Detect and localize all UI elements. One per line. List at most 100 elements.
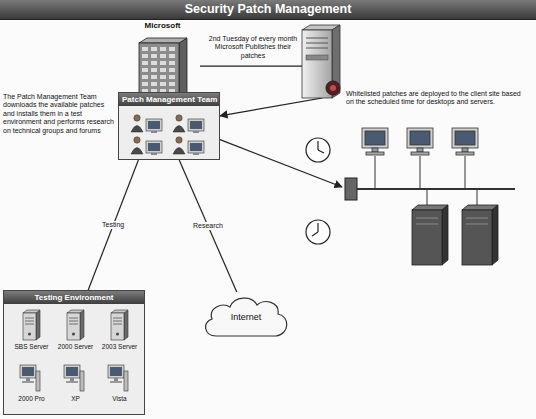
drawing-part xyxy=(317,223,318,232)
drawing-part xyxy=(412,210,442,265)
icon-part xyxy=(160,82,166,86)
drawing-part xyxy=(442,205,448,265)
team-box: Patch Management Team xyxy=(118,92,220,160)
team-icon xyxy=(123,111,215,157)
edge-label: 2nd Tuesday of every month Microsoft Pub… xyxy=(204,35,302,60)
icon-part xyxy=(173,148,185,155)
icon-part xyxy=(139,38,187,43)
icon-part xyxy=(142,61,148,65)
icon-part xyxy=(142,68,148,72)
icon-part xyxy=(108,365,124,378)
icon-part xyxy=(151,47,157,51)
icon-part xyxy=(193,131,199,133)
node-heading: Microsoft xyxy=(125,21,200,30)
icon-part xyxy=(66,367,78,376)
icon-part xyxy=(26,378,30,381)
icon-part xyxy=(160,47,166,51)
icon-part xyxy=(169,61,175,65)
drawing-part xyxy=(326,81,340,95)
server-icon xyxy=(19,309,41,341)
icon-part xyxy=(142,54,148,58)
icon-part xyxy=(134,115,140,121)
icon-part xyxy=(113,321,122,322)
icon-part xyxy=(67,313,80,340)
drawing-part xyxy=(452,128,478,148)
icon-part xyxy=(25,324,34,325)
icon-part xyxy=(131,148,143,155)
icon-part xyxy=(151,82,157,86)
client-site: Whitelisted patches are deployed to the … xyxy=(342,88,530,270)
organization-node: Microsoft xyxy=(125,21,200,99)
drawing-part xyxy=(416,218,438,219)
icon-part xyxy=(151,153,157,155)
icon-part xyxy=(151,61,157,65)
cloud-node: Internet xyxy=(200,292,292,342)
server-icon xyxy=(63,309,85,341)
server-node: 2003 Server xyxy=(96,309,143,359)
drawing-part xyxy=(375,156,376,189)
workstation-node: XP xyxy=(52,361,99,411)
drawing-part xyxy=(416,224,438,225)
icon-part xyxy=(67,310,84,313)
drawing-part xyxy=(465,156,466,189)
icon-part xyxy=(148,143,160,151)
icon-part xyxy=(193,153,199,155)
icon-part xyxy=(169,82,175,86)
drawing-part xyxy=(466,218,488,219)
computer-icon xyxy=(107,361,129,393)
icon-part xyxy=(111,310,128,313)
drawing-part xyxy=(306,55,328,60)
icon-part xyxy=(160,68,166,72)
publish-server xyxy=(302,25,340,98)
icon-part xyxy=(160,75,166,79)
icon-part xyxy=(146,141,162,153)
node-text: Internet xyxy=(200,312,292,322)
clock xyxy=(306,138,330,244)
diagram-title: Security Patch Management xyxy=(0,0,536,20)
icon-part xyxy=(134,137,140,143)
icon-part xyxy=(23,313,36,340)
icon-part xyxy=(23,310,40,313)
icon-part xyxy=(146,119,162,131)
drawing-part xyxy=(417,148,423,152)
server-node: SBS Server xyxy=(8,309,55,359)
icon-part xyxy=(116,333,119,336)
drawing-part xyxy=(462,210,492,265)
icon-part xyxy=(66,381,78,383)
icon-part xyxy=(64,365,80,378)
icon-part xyxy=(113,324,122,325)
icon-part xyxy=(25,321,34,322)
icon-part xyxy=(80,371,84,391)
edge-label: Research xyxy=(191,222,225,230)
icon-part xyxy=(114,378,118,381)
client-server xyxy=(412,205,498,265)
drawing-part xyxy=(306,43,328,44)
node-caption: XP xyxy=(52,395,99,402)
icon-part xyxy=(148,121,160,129)
icon-part xyxy=(25,318,34,319)
drawing-part xyxy=(306,48,328,49)
icon-part xyxy=(111,313,124,340)
node-caption: 2000 Pro xyxy=(8,395,55,402)
drawing-part xyxy=(318,150,324,153)
drawing-part xyxy=(357,188,515,190)
workstation-node: 2000 Pro xyxy=(8,361,55,411)
drawing-part xyxy=(306,38,328,39)
icon-part xyxy=(169,54,175,58)
connector xyxy=(88,160,138,290)
icon-part xyxy=(113,318,122,319)
icon-part xyxy=(69,321,78,322)
icon-part xyxy=(188,119,204,131)
drawing-part xyxy=(407,128,433,148)
icon-part xyxy=(131,126,143,133)
drawing-part xyxy=(372,148,378,152)
network xyxy=(345,156,515,206)
desktop xyxy=(362,128,478,155)
icon-part xyxy=(188,141,204,153)
icon-part xyxy=(36,371,40,391)
icon-part xyxy=(36,310,40,340)
drawing-part xyxy=(462,148,468,152)
icon-part xyxy=(69,324,78,325)
icon-part xyxy=(80,310,84,340)
